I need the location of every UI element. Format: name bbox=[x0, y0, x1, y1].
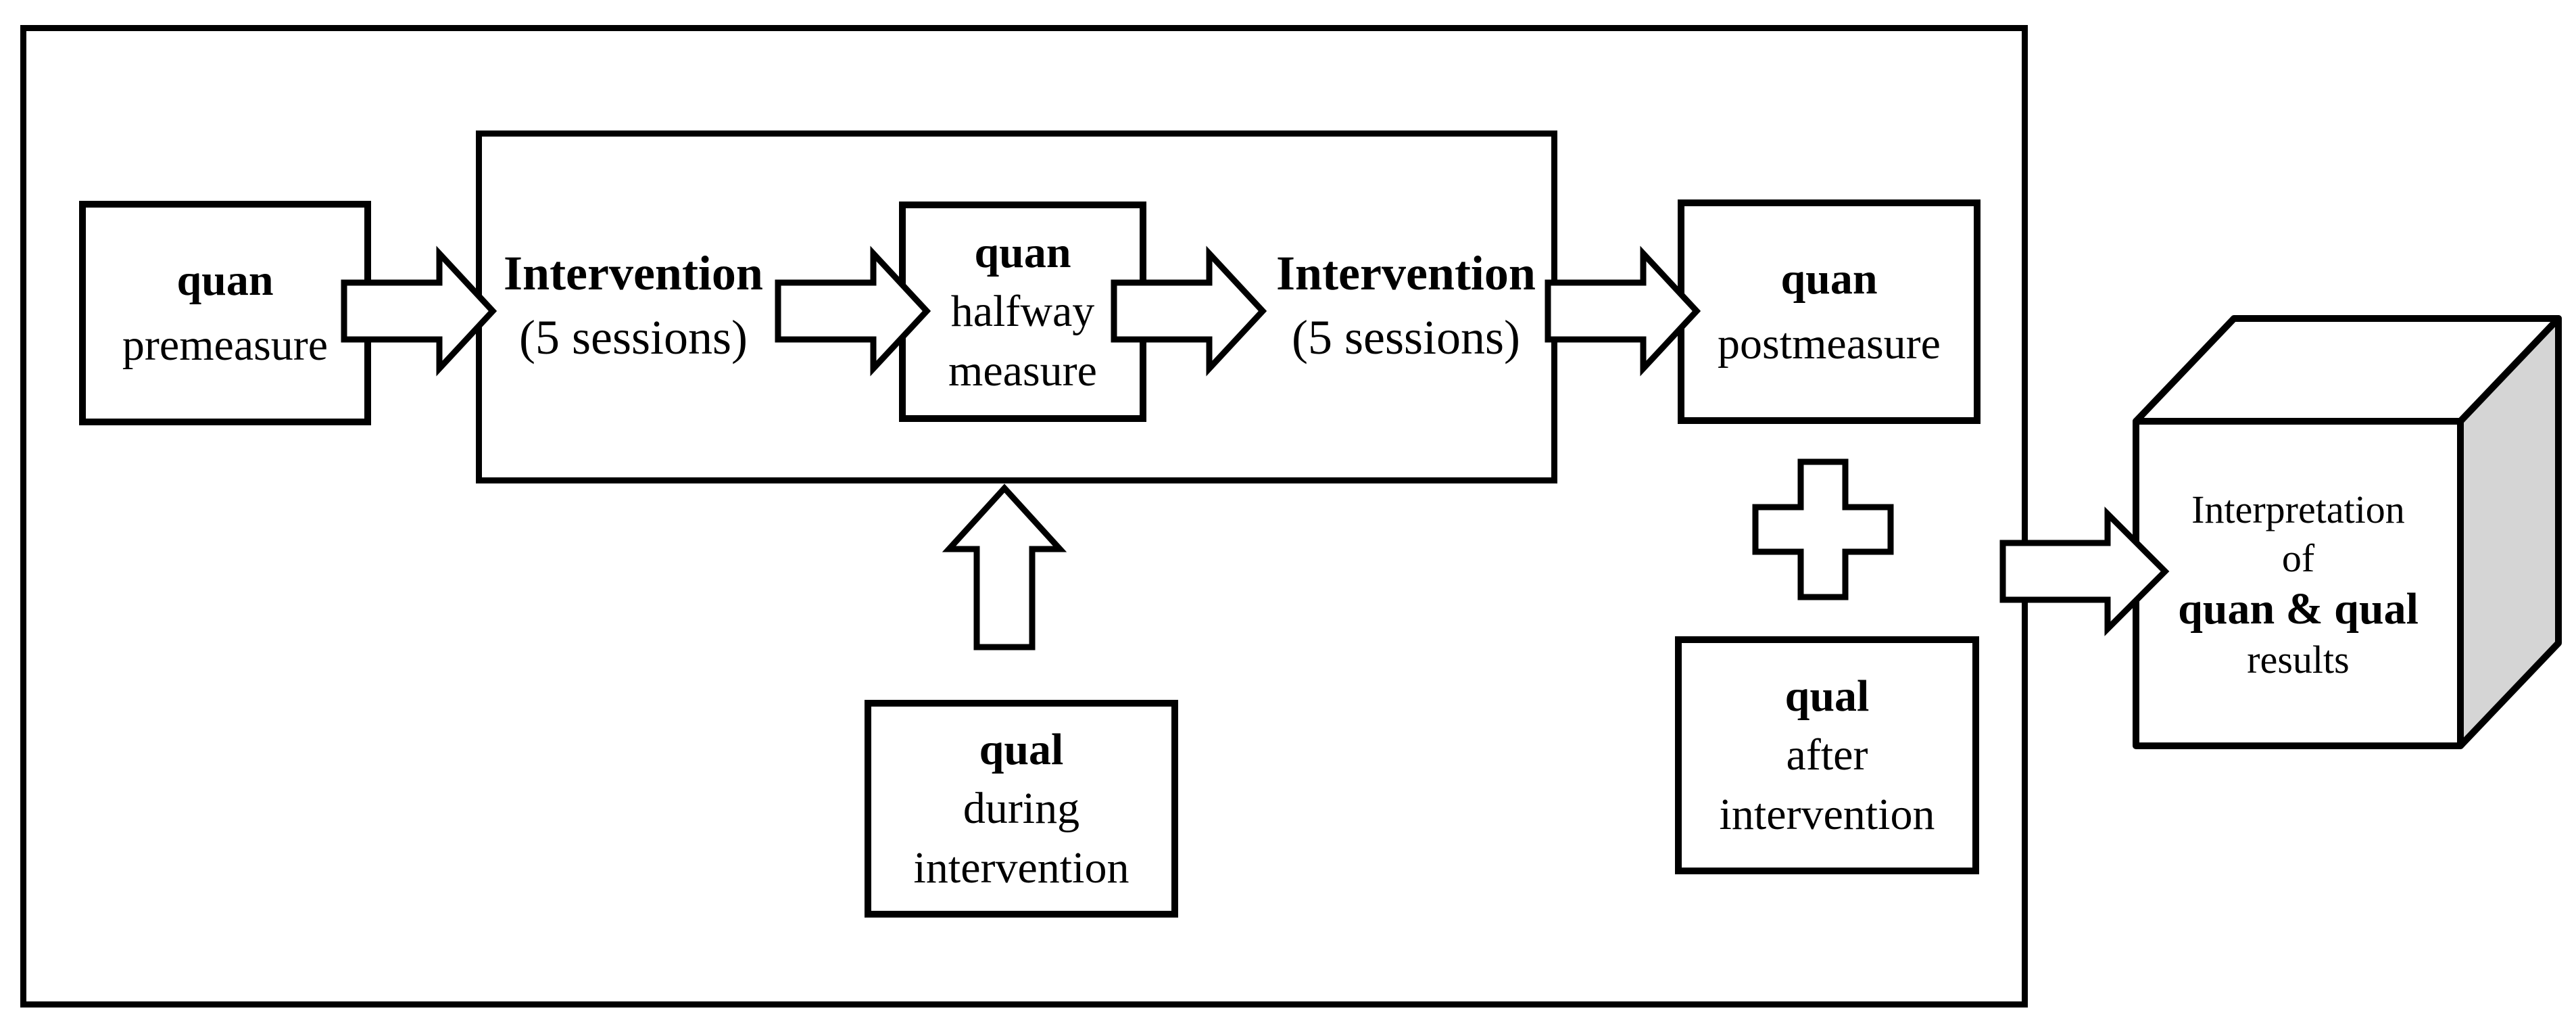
box-title: quan bbox=[974, 228, 1071, 278]
box-title: quan bbox=[176, 256, 274, 306]
flow-arrow-icon-halfway-to-intervention bbox=[1111, 245, 1267, 377]
intervention-1-label: Intervention (5 sessions) bbox=[475, 221, 792, 390]
plus-icon-combine-quan-qual bbox=[1752, 458, 1894, 600]
interpretation-label: Interpretation of quan & qual results bbox=[2143, 443, 2454, 727]
box-line: halfway bbox=[950, 287, 1095, 337]
box-title: qual bbox=[979, 725, 1064, 775]
interpretation-line: Interpretation bbox=[2191, 488, 2405, 532]
quan-halfway-measure-box: quan halfway measure bbox=[899, 202, 1146, 422]
box-title: qual bbox=[1784, 671, 1870, 721]
label-line: (5 sessions) bbox=[519, 310, 748, 364]
label-title: Intervention bbox=[1276, 245, 1536, 300]
box-title: quan bbox=[1780, 254, 1878, 304]
box-line: postmeasure bbox=[1718, 319, 1941, 369]
qual-after-intervention-box: qual after intervention bbox=[1675, 636, 1979, 874]
qual-during-intervention-box: qual during intervention bbox=[865, 700, 1178, 918]
intervention-2-label: Intervention (5 sessions) bbox=[1247, 221, 1565, 390]
box-line: after bbox=[1786, 730, 1868, 780]
label-title: Intervention bbox=[504, 245, 763, 300]
box-line: during bbox=[963, 784, 1080, 834]
flow-arrow-icon-intervention-to-halfway bbox=[775, 245, 931, 377]
study-outer-frame bbox=[20, 25, 2028, 1008]
quan-premeasure-box: quan premeasure bbox=[79, 201, 371, 425]
interpretation-line: results bbox=[2247, 637, 2350, 682]
box-line: measure bbox=[948, 346, 1097, 396]
up-arrow-icon-qual-to-intervention bbox=[942, 483, 1067, 650]
label-line: (5 sessions) bbox=[1292, 310, 1520, 364]
box-line: intervention bbox=[1719, 789, 1935, 839]
interpretation-line: of bbox=[2281, 536, 2315, 581]
box-line: intervention bbox=[913, 843, 1129, 893]
quan-postmeasure-box: quan postmeasure bbox=[1678, 199, 1980, 424]
flow-arrow-icon-premeasure-to-intervention bbox=[341, 245, 497, 377]
box-line: premeasure bbox=[122, 321, 329, 370]
interpretation-line-bold: quan & qual bbox=[2178, 584, 2419, 634]
flow-arrow-icon-to-interpretation bbox=[1999, 506, 2170, 636]
flow-arrow-icon-intervention-to-postmeasure bbox=[1545, 245, 1701, 377]
